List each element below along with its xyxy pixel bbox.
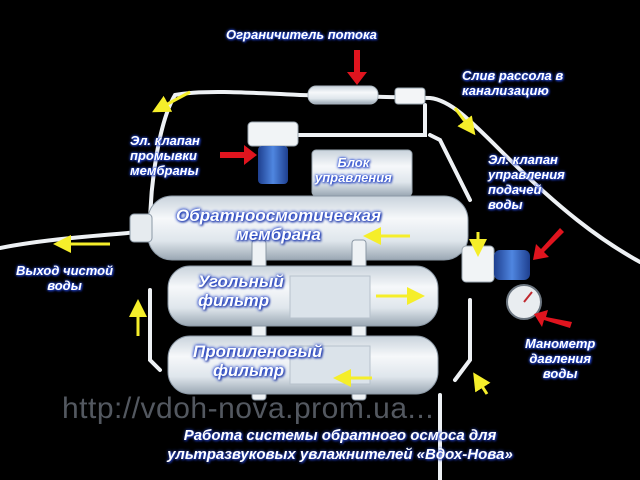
- label-ro-membrane-line2: мембрана: [236, 225, 321, 244]
- label-brine-drain-line1: Слив рассола в: [462, 68, 564, 83]
- label-feed-valve-line1: Эл. клапан: [488, 152, 558, 167]
- red-arrow-flush-valve: [220, 145, 257, 165]
- label-clean-outlet-line2: воды: [47, 278, 82, 293]
- label-clean-outlet-line1: Выход чистой: [16, 263, 114, 278]
- label-flush-valve-line1: Эл. клапан: [130, 133, 200, 148]
- label-flow-limiter: Ограничитель потока: [226, 27, 377, 42]
- label-pressure-gauge-line2: давления: [529, 351, 592, 366]
- label-ro-membrane-line1: Обратноосмотическая: [176, 206, 381, 225]
- label-carbon-filter: Угольный фильтр: [198, 272, 284, 310]
- label-flush-valve-line3: мембраны: [130, 163, 199, 178]
- label-brine-drain: Слив рассола в канализацию: [462, 68, 563, 98]
- caption: Работа системы обратного осмоса для ульт…: [80, 426, 600, 464]
- caption-line2: ультразвуковых увлажнителей «Вдох-Нова»: [167, 446, 513, 463]
- red-arrow-feed-valve: [533, 228, 564, 260]
- red-arrow-gauge: [534, 310, 572, 328]
- ro-membrane-housing: [129, 195, 469, 261]
- label-feed-valve: Эл. клапан управления подачей воды: [488, 152, 565, 212]
- label-pressure-gauge: Манометр давления воды: [525, 336, 595, 381]
- feed-valve: [461, 245, 530, 283]
- flow-limiter: [307, 85, 426, 105]
- label-pp-filter-line1: Пропиленовый: [193, 342, 323, 361]
- label-pp-filter: Пропиленовый фильтр: [193, 342, 322, 380]
- red-arrow-flow-limiter: [347, 50, 367, 85]
- label-pressure-gauge-line3: воды: [542, 366, 578, 381]
- label-feed-valve-line4: воды: [488, 197, 523, 212]
- label-pp-filter-line2: фильтр: [213, 361, 285, 380]
- carbon-filter-housing: [167, 265, 439, 327]
- label-brine-drain-line2: канализацию: [462, 83, 549, 98]
- label-control-unit-line1: Блок: [337, 155, 370, 170]
- label-carbon-filter-line1: Угольный: [198, 272, 284, 291]
- pressure-gauge: [506, 284, 542, 320]
- yellow-flow-arrows: [53, 90, 491, 395]
- label-control-unit: Блок управления: [315, 155, 392, 185]
- tubing: [0, 89, 640, 480]
- label-clean-outlet: Выход чистой воды: [16, 263, 113, 293]
- label-pressure-gauge-line1: Манометр: [525, 336, 596, 351]
- label-flush-valve-line2: промывки: [130, 148, 197, 163]
- label-flush-valve: Эл. клапан промывки мембраны: [130, 133, 200, 178]
- label-feed-valve-line2: управления: [488, 167, 565, 182]
- label-carbon-filter-line2: фильтр: [198, 291, 270, 310]
- watermark-url: http://vdoh-nova.prom.ua...: [62, 392, 435, 425]
- caption-line1: Работа системы обратного осмоса для: [183, 427, 497, 444]
- label-ro-membrane: Обратноосмотическая мембрана: [176, 206, 381, 244]
- red-arrows: [220, 50, 572, 328]
- label-control-unit-line2: управления: [315, 170, 392, 185]
- flush-valve: [247, 121, 299, 184]
- label-feed-valve-line3: подачей: [488, 182, 542, 197]
